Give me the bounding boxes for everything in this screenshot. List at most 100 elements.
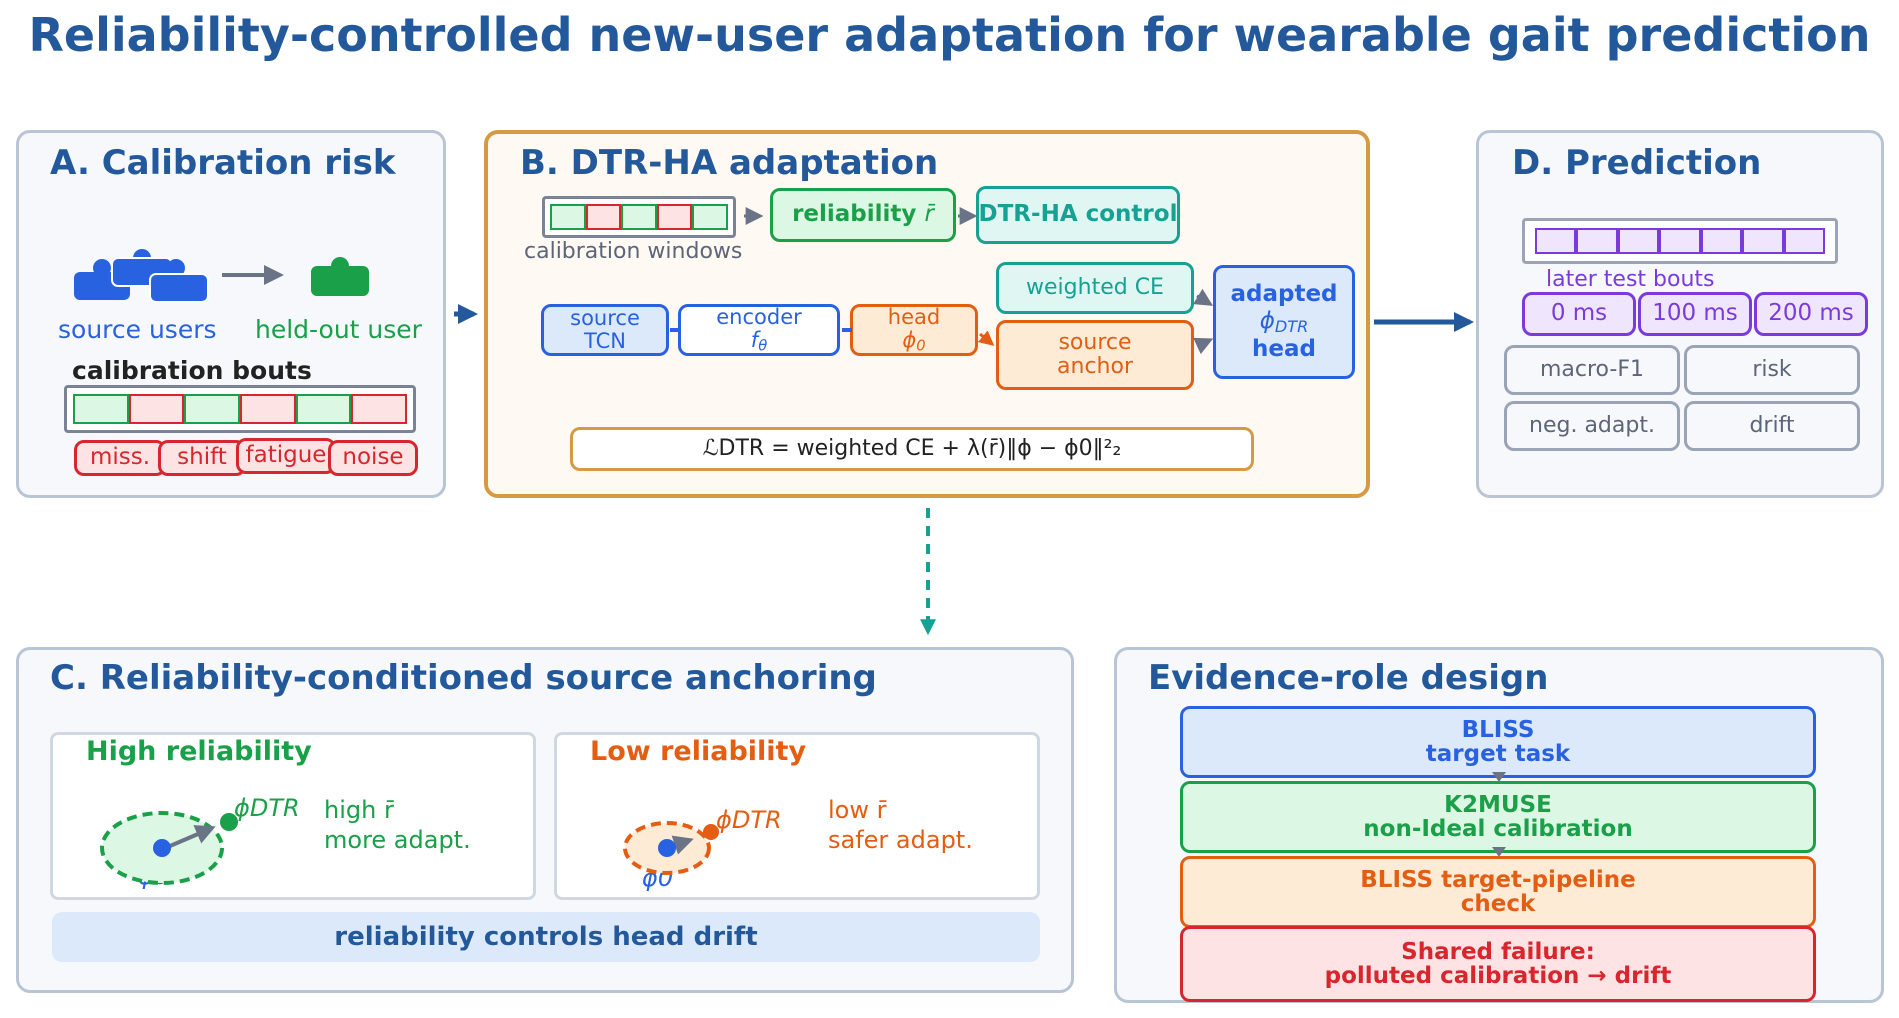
source-tcn-line1: source [570, 305, 640, 330]
bout-clean [184, 394, 241, 424]
test-bout [1700, 228, 1743, 254]
head-box: head ϕ0 [850, 304, 978, 356]
evidence-shared-failure: Shared failure: polluted calibration → d… [1180, 926, 1816, 1002]
adapted-head-label: head [1252, 336, 1316, 363]
delay-100ms: 100 ms [1638, 292, 1752, 336]
evidence-line: Shared failure: [1401, 938, 1595, 965]
encoder-label: encoder [716, 304, 802, 329]
window-clean [692, 204, 728, 230]
calibration-windows-strip [542, 196, 736, 238]
test-bout [1742, 228, 1784, 254]
panel-e-title: Evidence-role design [1148, 658, 1549, 698]
heldout-user-icon [311, 257, 369, 296]
f-theta-symbol: fθ [750, 327, 768, 355]
head-to-anchor-arrow [977, 330, 995, 346]
low-rbar-label: low r̄ [828, 796, 887, 824]
anchor-to-adapted-arrow [1193, 337, 1214, 355]
tag-noise: noise [328, 440, 418, 476]
source-tcn-box: source TCN [541, 304, 669, 356]
calibration-bouts-strip [64, 385, 416, 433]
low-reliability-card [554, 732, 1040, 900]
high-phi-dtr-point [220, 813, 238, 831]
calibration-windows-label: calibration windows [524, 239, 743, 264]
low-reliability-title: Low reliability [590, 736, 807, 767]
tag-missing: miss. [74, 440, 166, 476]
metric-drift: drift [1684, 401, 1860, 451]
low-phi-dtr-point [703, 824, 719, 840]
window-polluted [585, 204, 622, 230]
test-bout [1617, 228, 1660, 254]
high-phi-dtr-label: ϕDTR [234, 794, 300, 822]
source-anchor-line1: source [1058, 329, 1132, 355]
low-safer-adapt-label: safer adapt. [828, 826, 973, 854]
metric-risk: risk [1684, 345, 1860, 395]
phi0-symbol: ϕ0 [902, 327, 926, 355]
evidence-bliss-pipeline-check: BLISS target-pipeline check [1180, 856, 1816, 928]
metric-macro-f1: macro-F1 [1504, 345, 1680, 395]
delay-200ms: 200 ms [1754, 292, 1868, 336]
evidence-connector [1492, 847, 1506, 857]
high-reliability-title: High reliability [86, 736, 312, 767]
source-users-icon [74, 249, 209, 303]
evidence-line: check [1460, 891, 1536, 917]
evidence-k2muse: K2MUSE non-Ideal calibration [1180, 781, 1816, 853]
dtr-loss-box: ℒDTR = weighted CE + λ(r̄)‖ϕ − ϕ0‖²₂ [570, 427, 1254, 471]
figure-title: Reliability-controlled new-user adaptati… [28, 8, 1871, 62]
evidence-line: BLISS [1461, 716, 1535, 743]
bout-polluted [351, 394, 408, 424]
high-rbar-label: high r̄ [324, 796, 394, 824]
source-anchor-line2: anchor [1057, 354, 1133, 379]
source-anchor-box: source anchor [996, 320, 1194, 390]
test-bout [1783, 228, 1825, 254]
calibration-bouts-label: calibration bouts [72, 356, 312, 385]
test-bout [1659, 228, 1701, 254]
reliability-box: reliability r̄ [770, 188, 956, 242]
adapted-head-box: adapted ϕDTR head [1213, 265, 1355, 379]
window-clean [550, 204, 586, 230]
adapted-label: adapted [1230, 281, 1338, 308]
phi-dtr-symbol: ϕDTR [1259, 307, 1309, 336]
high-phi0-point [153, 839, 171, 857]
tag-shift: shift [158, 440, 246, 476]
evidence-line: K2MUSE [1444, 791, 1552, 818]
encoder-box: encoder fθ [678, 304, 840, 356]
panel-a-title: A. Calibration risk [50, 143, 396, 183]
high-more-adapt-label: more adapt. [324, 826, 471, 854]
high-drift-arrow [169, 825, 216, 848]
panel-c-title: C. Reliability-conditioned source anchor… [50, 658, 877, 698]
later-test-bouts-strip [1522, 218, 1838, 264]
source-users-label: source users [58, 315, 217, 344]
panel-a [16, 130, 446, 498]
rbar-symbol: r̄ [924, 201, 934, 228]
window-clean [621, 204, 657, 230]
bout-polluted [240, 394, 296, 424]
later-test-bouts-label: later test bouts [1546, 267, 1715, 292]
ce-to-adapted-arrow [1193, 288, 1214, 306]
source-tcn-line2: TCN [584, 329, 626, 353]
evidence-line: target task [1425, 741, 1571, 767]
panel-d-title: D. Prediction [1512, 143, 1762, 183]
bout-polluted [128, 394, 185, 424]
window-polluted [656, 204, 693, 230]
test-bout [1535, 228, 1577, 254]
metric-negative-adaptation: neg. adapt. [1504, 401, 1680, 451]
low-phi0-point [658, 839, 676, 857]
test-bout [1576, 228, 1618, 254]
low-phi-dtr-label: ϕDTR [716, 806, 782, 834]
tag-fatigue: fatigue [236, 438, 336, 474]
bout-clean [73, 394, 129, 424]
delay-0ms: 0 ms [1522, 292, 1636, 336]
dtr-ha-control-box: DTR-HA control [976, 186, 1180, 244]
heldout-user-label: held-out user [255, 315, 422, 344]
bout-clean [295, 394, 352, 424]
evidence-connector [1492, 772, 1506, 782]
panel-b-title: B. DTR-HA adaptation [520, 143, 939, 183]
weighted-ce-box: weighted CE [996, 262, 1194, 314]
evidence-line: BLISS target-pipeline [1360, 866, 1636, 893]
evidence-line: non-Ideal calibration [1363, 816, 1633, 842]
evidence-line: polluted calibration → drift [1324, 963, 1672, 989]
head-label: head [887, 304, 941, 329]
reliability-label: reliability [792, 201, 917, 228]
head-drift-banner: reliability controls head drift [52, 912, 1040, 962]
